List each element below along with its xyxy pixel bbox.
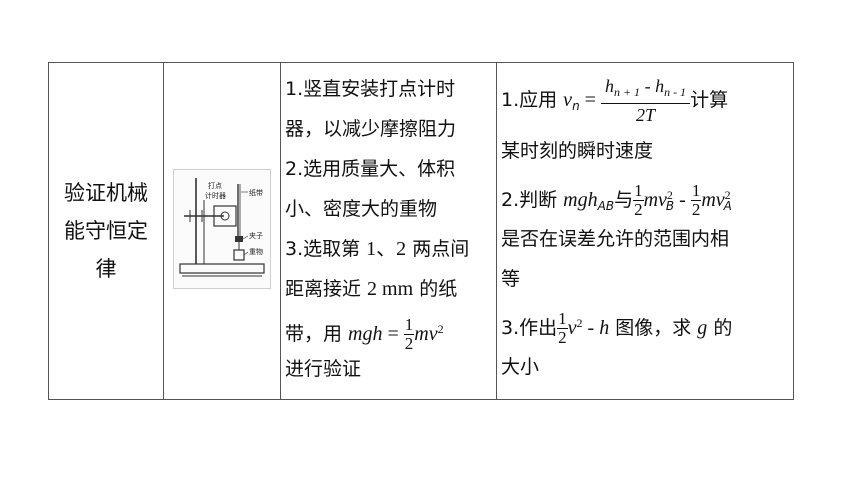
experiment-name-cell: 验证机械 能守恒定 律 <box>48 62 164 400</box>
fraction-denominator: 2 <box>404 334 414 353</box>
formula-term: - <box>674 189 691 211</box>
step-line: 距离接近 2 mm 的纸 <box>285 269 496 309</box>
text-run: 的 <box>707 317 733 339</box>
processing-line: 某时刻的瞬时速度 <box>501 140 654 162</box>
formula-term: h <box>599 317 610 339</box>
formula-term: v <box>567 317 577 339</box>
apparatus-diagram: 打点 计时器 纸带 夹子 重物 <box>173 169 271 289</box>
superscript: 2 <box>666 188 673 202</box>
tape-label: 纸带 <box>249 188 263 197</box>
text-run: 1、2 <box>366 238 407 260</box>
clip-label: 夹子 <box>249 231 263 240</box>
formula-term: 2T <box>636 105 656 125</box>
step-line: 2.选用质量大、体积 <box>285 158 456 180</box>
formula-term: mv <box>643 189 667 211</box>
experiment-name-line: 验证机械 <box>64 181 148 205</box>
formula-term: = <box>579 89 601 111</box>
fraction-numerator: 1 <box>633 181 644 201</box>
processing-line: 是否在误差允许的范围内相 <box>501 228 730 250</box>
text-run: 计算 <box>690 89 729 111</box>
fraction-numerator: 1 <box>557 309 568 329</box>
superscript: 2 <box>724 188 731 202</box>
fraction-denominator: 2 <box>691 200 701 219</box>
superscript: 2 <box>437 322 444 336</box>
formula-term: h <box>655 76 665 96</box>
experiment-name-line: 能守恒定 <box>64 219 148 243</box>
text-run: 2.判断 <box>501 189 564 211</box>
step-line: 器，以减少摩擦阻力 <box>285 118 457 140</box>
text-run: 两点间 <box>406 238 470 260</box>
apparatus-cell: 打点 计时器 纸带 夹子 重物 <box>163 62 281 400</box>
processing-line: 大小 <box>501 356 540 378</box>
text-run: 图像，求 <box>609 317 698 339</box>
superscript: 2 <box>576 316 583 330</box>
fraction-denominator: 2 <box>558 328 567 347</box>
subscript: n + 1 <box>613 85 641 99</box>
fraction-numerator: 1 <box>403 315 415 335</box>
fraction-denominator: 2 <box>634 200 643 219</box>
step-line: 进行验证 <box>285 358 362 380</box>
processing-line: 等 <box>501 268 521 290</box>
operation-steps-cell: 1.竖直安装打点计时 器，以减少摩擦阻力 2.选用质量大、体积 小、密度大的重物… <box>280 62 497 400</box>
formula-term: mgh <box>563 189 598 211</box>
fraction-numerator: 1 <box>690 181 702 201</box>
formula-term: mgh <box>348 323 383 345</box>
table-row: 验证机械 能守恒定 律 <box>48 62 794 400</box>
text-run: 距离接近 <box>285 278 368 300</box>
formula-term: = <box>382 323 404 345</box>
formula-term: g <box>697 317 708 339</box>
experiment-name-line: 律 <box>95 257 117 281</box>
text-run: 的纸 <box>413 278 458 300</box>
text-run: 带，用 <box>285 323 349 345</box>
step-line: 小、密度大的重物 <box>285 198 438 220</box>
text-run: 2 mm <box>367 278 414 300</box>
formula-term: - <box>640 76 656 96</box>
experiment-table: 验证机械 能守恒定 律 <box>48 62 794 400</box>
timer-label: 计时器 <box>205 191 226 200</box>
fraction-denominator: 2T <box>601 104 690 126</box>
formula-term: h <box>604 76 614 96</box>
subscript: AB <box>597 199 615 213</box>
text-run: 与 <box>614 189 634 211</box>
step-line: 1.竖直安装打点计时 <box>285 78 456 100</box>
fraction-numerator: hn + 1 - hn - 1 <box>600 75 691 104</box>
text-run: 3.选取第 <box>285 238 367 260</box>
formula-term: v <box>563 89 573 111</box>
weight-label: 重物 <box>249 247 263 256</box>
subscript: B <box>665 199 675 213</box>
text-run: 3.作出 <box>501 317 558 339</box>
subscript: n <box>572 99 580 113</box>
subscript: A <box>723 199 732 213</box>
timer-label: 打点 <box>208 181 222 190</box>
step-line: 3.选取第 1、2 两点间 <box>285 229 496 269</box>
formula-term: mv <box>701 189 725 211</box>
subscript: n - 1 <box>664 85 687 99</box>
formula-term: - <box>582 317 600 339</box>
text-run: 1.应用 <box>501 89 564 111</box>
formula-term: mv <box>414 323 438 345</box>
